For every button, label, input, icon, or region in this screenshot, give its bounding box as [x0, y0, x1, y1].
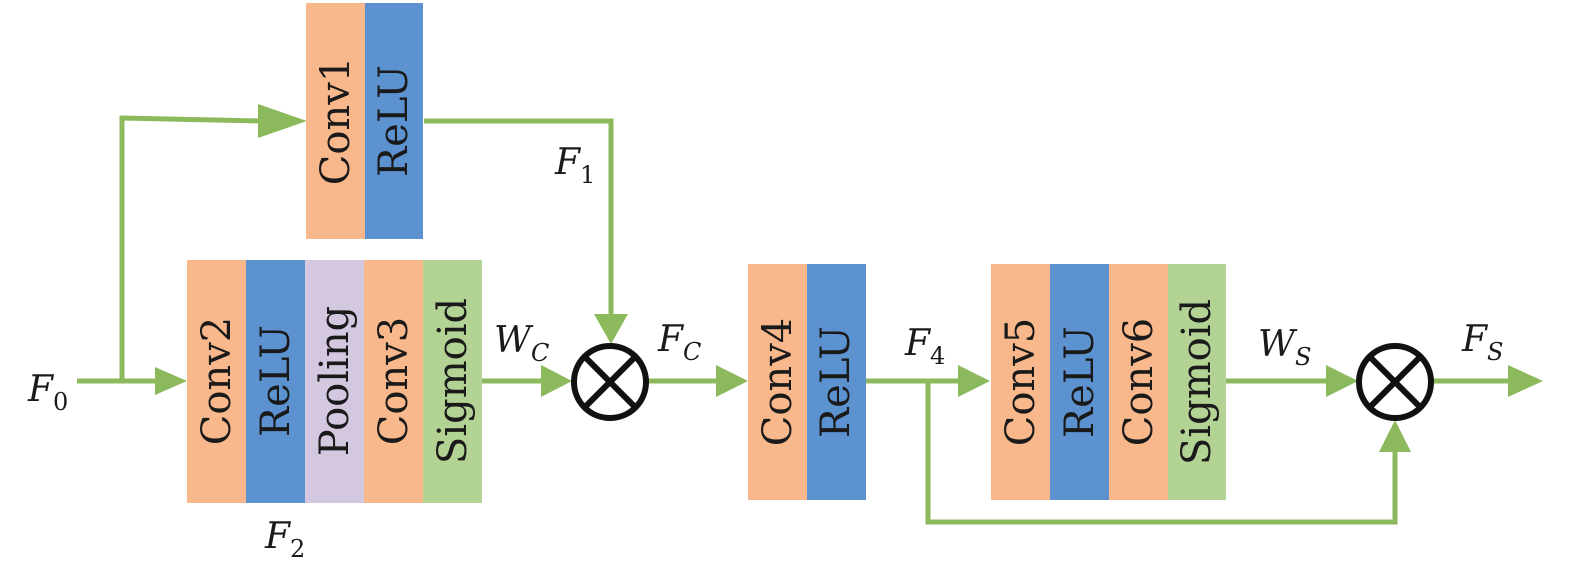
multiply-operator-2 — [1356, 343, 1434, 421]
layer-conv3-label: Conv3 — [371, 317, 417, 446]
arrowhead-skip-up — [1379, 420, 1411, 452]
skip-connection-line — [925, 381, 1398, 525]
layer-conv5 — [991, 264, 1050, 500]
multiply-operator-1 — [571, 343, 649, 421]
layer-conv2 — [187, 260, 246, 503]
layer-conv5-label: Conv5 — [998, 318, 1044, 447]
layer-sigmoid2-label: Sigmoid — [1174, 299, 1220, 465]
block2: Conv2 ReLU Pooling Conv3 Sigmoid — [187, 260, 482, 503]
f1-line — [424, 118, 614, 318]
connectors — [77, 115, 1512, 525]
arrowhead-to-conv1 — [258, 104, 307, 138]
arrowhead-wc — [541, 365, 572, 397]
layer-relu3-label: ReLU — [813, 326, 859, 438]
label-f4: F4 — [904, 323, 945, 370]
arrowhead-output — [1508, 365, 1543, 397]
variable-labels: F0 F1 F2 WC FC F4 WS FS — [27, 142, 1503, 563]
layer-pooling — [305, 260, 364, 503]
layer-relu4 — [1050, 264, 1109, 500]
label-wc: WC — [494, 320, 549, 367]
arrowhead-to-conv2 — [155, 367, 187, 395]
layer-conv1 — [306, 3, 365, 239]
label-fc: FC — [657, 319, 701, 366]
layer-relu1 — [365, 3, 423, 239]
label-fs: FS — [1461, 319, 1503, 366]
layer-sigmoid2 — [1168, 264, 1226, 500]
layer-conv1-label: Conv1 — [313, 57, 359, 186]
arrowhead-to-conv5 — [958, 365, 990, 397]
multiply-cross-b — [1367, 354, 1423, 410]
arrowhead-ws — [1326, 365, 1358, 397]
arrowhead-to-conv4 — [716, 365, 748, 397]
layer-sigmoid1-label: Sigmoid — [430, 298, 476, 464]
label-f0: F0 — [27, 369, 68, 416]
block3: Conv4 ReLU — [748, 264, 866, 500]
layer-relu2 — [246, 260, 305, 503]
layer-relu2-label: ReLU — [253, 325, 299, 437]
layer-conv2-label: Conv2 — [194, 317, 240, 446]
label-ws: WS — [1258, 324, 1311, 371]
block4: Conv5 ReLU Conv6 Sigmoid — [991, 264, 1226, 500]
layer-conv6-label: Conv6 — [1116, 318, 1162, 447]
label-f2: F2 — [264, 516, 305, 563]
layer-conv3 — [364, 260, 423, 503]
layer-conv4 — [748, 264, 807, 500]
label-f1: F1 — [554, 142, 595, 189]
arrowheads — [155, 104, 1543, 452]
multiply-cross-b — [582, 354, 638, 410]
layer-relu3 — [807, 264, 866, 500]
layer-pooling-label: Pooling — [312, 306, 358, 456]
block1: Conv1 ReLU — [306, 3, 423, 239]
arrowhead-f1-down — [594, 314, 628, 344]
branch-to-conv1-line — [119, 115, 263, 124]
layer-relu4-label: ReLU — [1057, 326, 1103, 438]
layer-relu1-label: ReLU — [371, 65, 417, 177]
layer-sigmoid1 — [423, 260, 482, 503]
layer-conv4-label: Conv4 — [755, 318, 801, 447]
layer-conv6 — [1109, 264, 1168, 500]
